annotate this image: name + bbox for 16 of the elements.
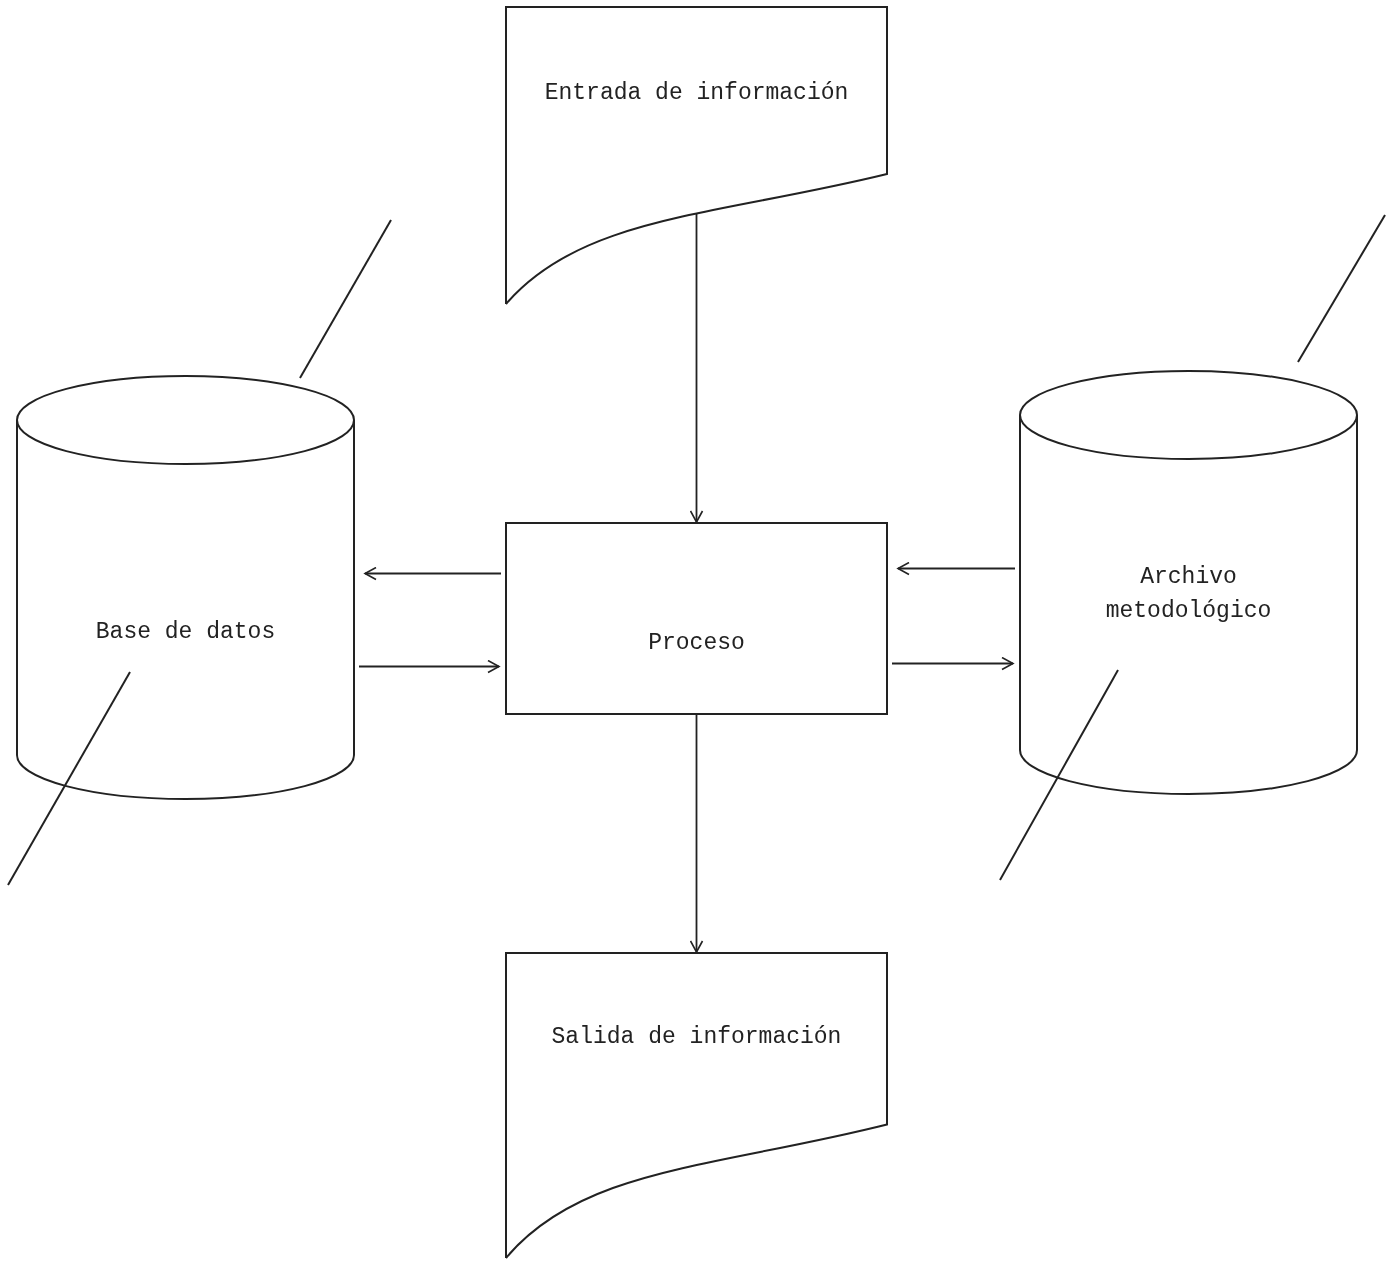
- arrow: [689, 714, 704, 953]
- database-cylinder: [1019, 370, 1358, 795]
- arrow: [689, 212, 704, 523]
- node-label: Archivo metodológico: [1104, 563, 1273, 626]
- node-label: Proceso: [647, 629, 746, 658]
- arrow: [891, 656, 1014, 671]
- node-label: Entrada de información: [543, 79, 850, 108]
- arrow: [897, 561, 1016, 576]
- document-shape: [505, 952, 888, 1260]
- node-label: Salida de información: [550, 1023, 843, 1052]
- process-box: [505, 522, 888, 715]
- arrow: [358, 659, 500, 674]
- database-cylinder: [16, 375, 355, 800]
- node-label: Base de datos: [94, 618, 277, 647]
- arrow: [364, 566, 502, 581]
- document-shape: [505, 6, 888, 306]
